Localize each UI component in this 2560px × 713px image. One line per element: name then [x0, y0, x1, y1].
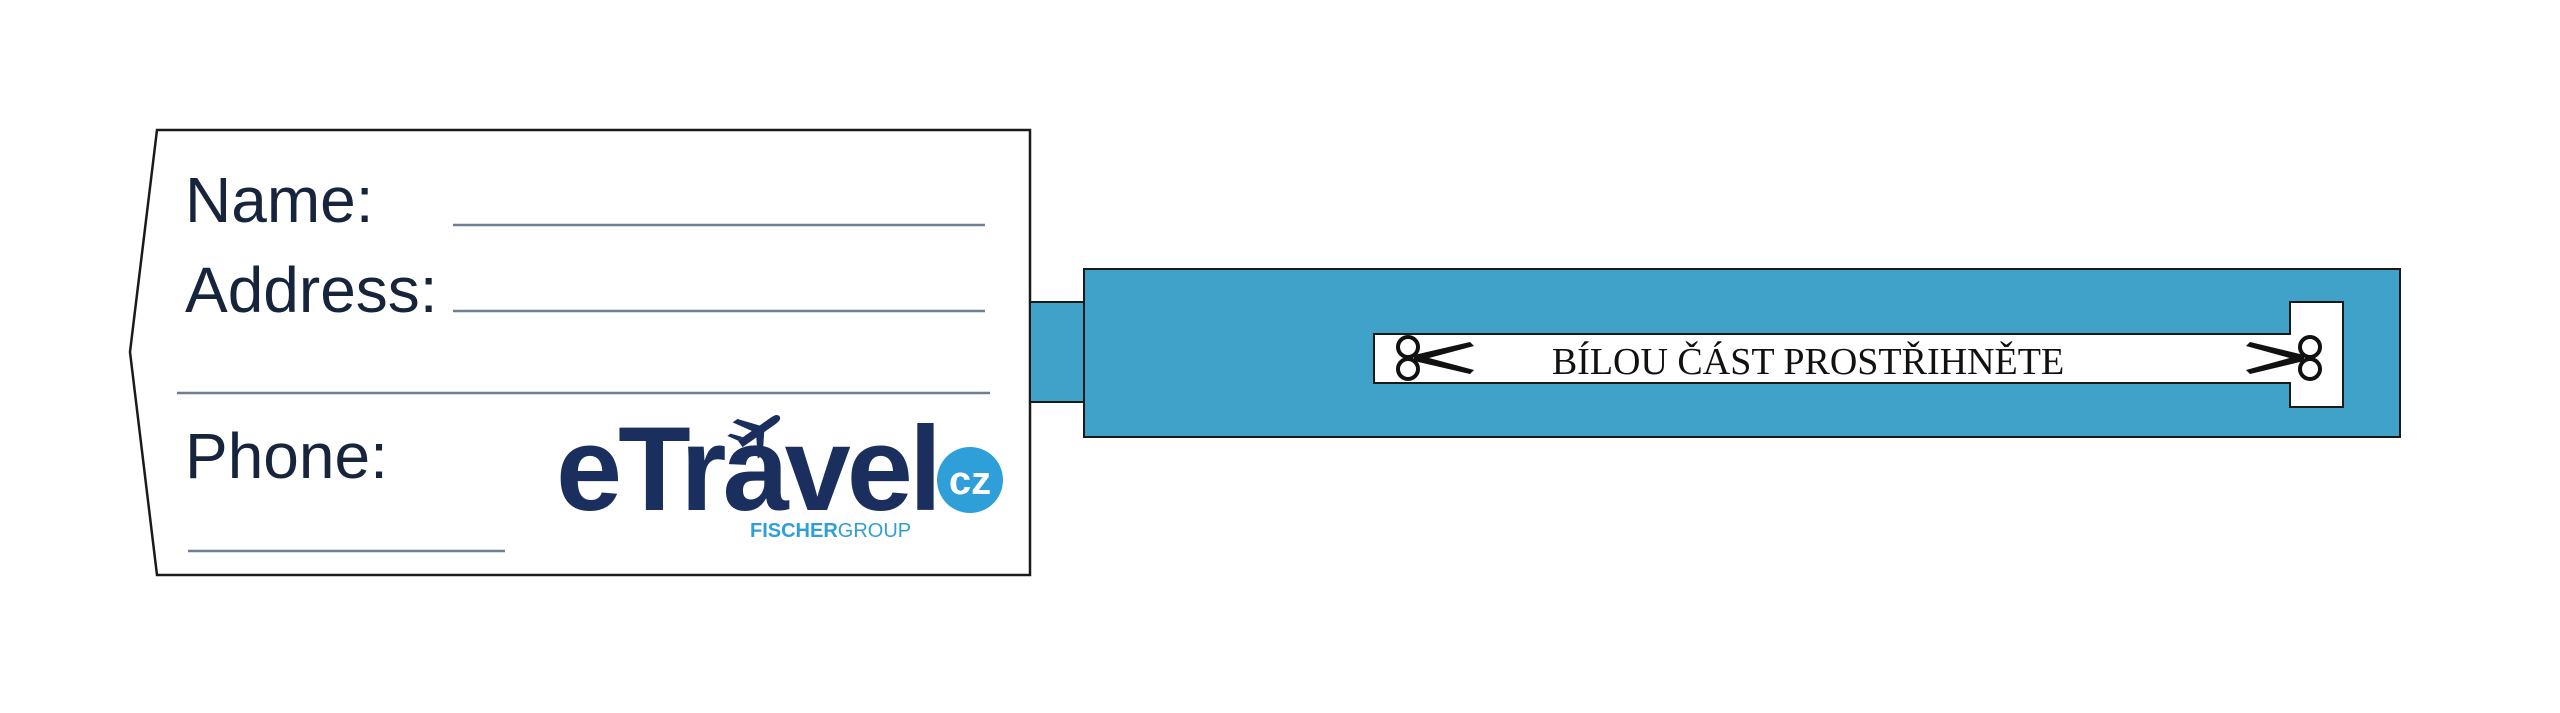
logo-subtitle: FISCHERGROUP [750, 520, 911, 542]
phone-label: Phone: [185, 420, 388, 492]
cut-instruction: BÍLOU ČÁST PROSTŘIHNĚTE [1552, 341, 2064, 383]
cut-strip [1373, 301, 2344, 408]
scissors-icon [1396, 335, 1474, 381]
etravel-logo: eTravel cz FISCHERGROUP [556, 402, 1003, 542]
scissors-icon [2246, 335, 2322, 381]
logo-badge [937, 447, 1003, 513]
address-label: Address: [185, 254, 438, 326]
name-label: Name: [185, 164, 374, 236]
tag-card [128, 128, 1032, 577]
airplane-icon [727, 415, 781, 459]
logo-badge-text: cz [949, 459, 991, 503]
strap-connector [1029, 301, 1085, 403]
logo-subtitle-light: GROUP [838, 520, 911, 542]
logo-subtitle-bold: FISCHER [750, 520, 838, 542]
